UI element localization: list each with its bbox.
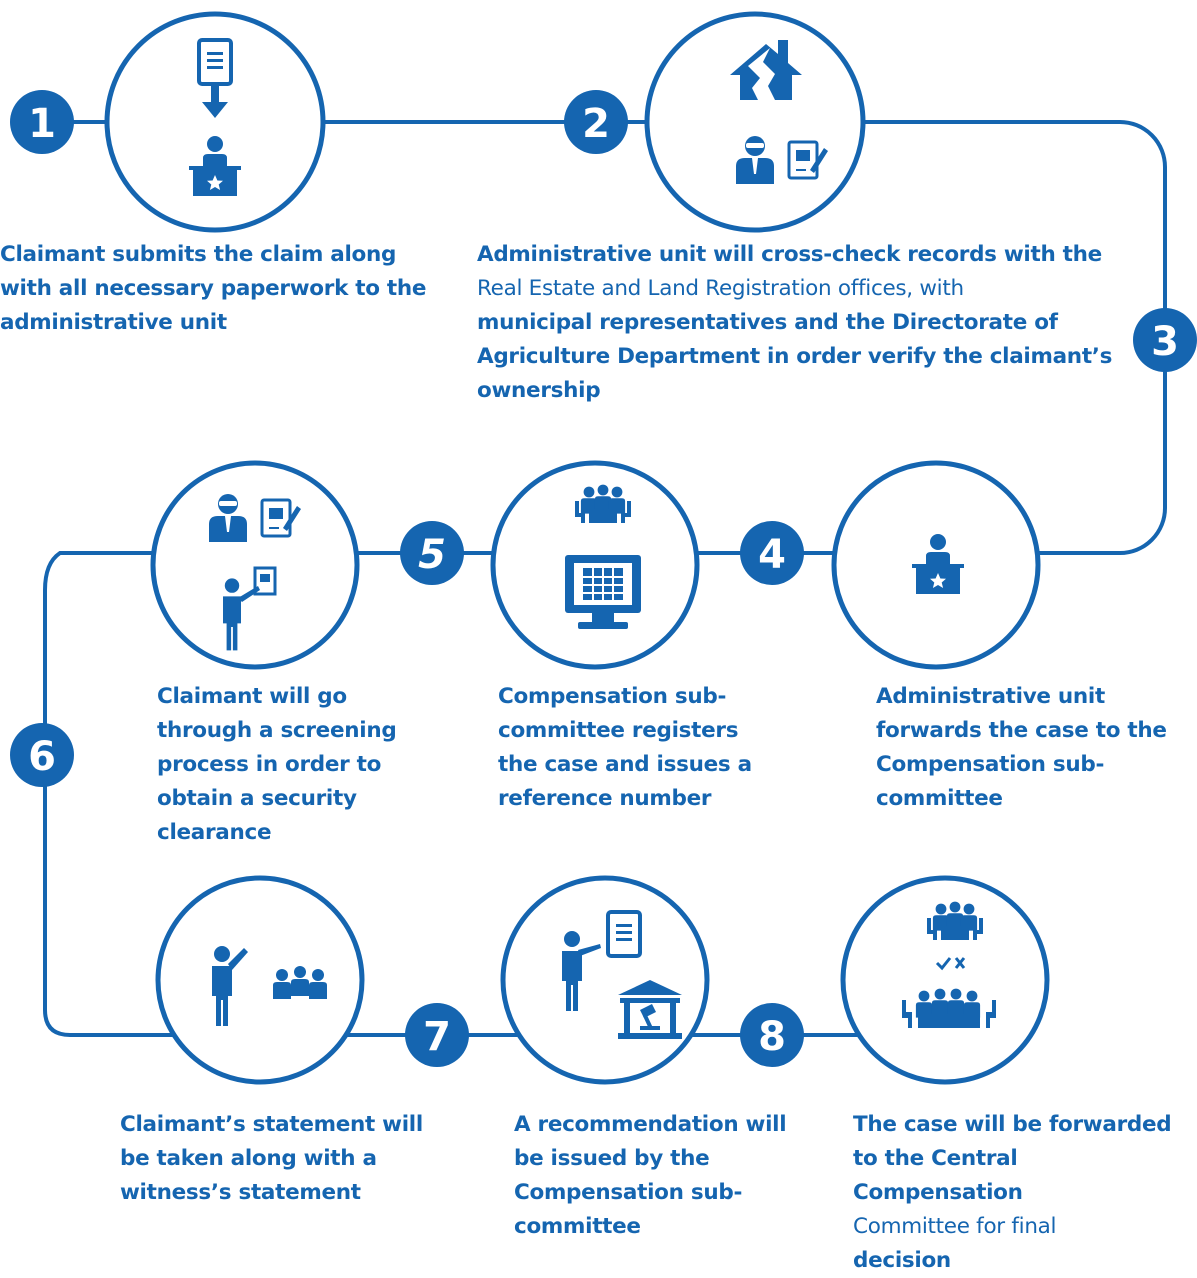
step-circle-1: [104, 11, 326, 233]
step-number-7: 7: [423, 1014, 451, 1060]
step-badge-6: [10, 723, 74, 787]
court-gavel-icon: [618, 980, 682, 1039]
claimant-speaking-icon: [212, 946, 248, 1026]
step-6-icons: [209, 494, 303, 651]
step-badge-4: [740, 521, 804, 585]
step-number-2: 2: [582, 101, 610, 147]
step-number-1: 1: [28, 101, 56, 147]
step-circle-2: [644, 11, 866, 233]
final-step-icons: [902, 902, 996, 1028]
step-2-icons: [730, 40, 830, 184]
step-2-description: Administrative unit will cross-check rec…: [477, 238, 1137, 408]
step-7-icons: [212, 946, 327, 1026]
step-2-text-bold-1: Administrative unit will cross-check rec…: [477, 242, 1102, 267]
step-badge-8: [740, 1003, 804, 1067]
step-badge-5: [400, 521, 464, 585]
step-7-description: Claimant’s statement will be taken along…: [120, 1108, 450, 1210]
step-8-icons: [562, 910, 682, 1039]
step-4-text: Administrative unit forwards the case to…: [876, 684, 1167, 811]
step-circle-6: [150, 460, 360, 670]
step-1-text: Claimant submits the claim along with al…: [0, 242, 427, 335]
step-5-text: Compensation sub-committee registers the…: [498, 684, 752, 811]
step-circle-8: [500, 875, 710, 1085]
final-step-text-bold-1: The case will be forwarded to the Centra…: [853, 1112, 1172, 1205]
claimant-presenting-document-icon: [223, 566, 277, 651]
step-1-description: Claimant submits the claim along with al…: [0, 238, 450, 340]
final-step-description: The case will be forwarded to the Centra…: [853, 1108, 1188, 1278]
step-number-4: 4: [758, 532, 786, 578]
step-number-3: 3: [1151, 319, 1179, 365]
step-number-5: 5: [418, 532, 446, 578]
witnesses-group-icon: [273, 966, 327, 999]
presenter-icon: [562, 931, 601, 1011]
step-badge-1: [10, 90, 74, 154]
computer-table-icon: [565, 555, 641, 629]
step-circle-final: [840, 875, 1050, 1085]
damaged-house-icon: [730, 40, 802, 100]
step-6-text: Claimant will go through a screening pro…: [157, 684, 397, 845]
step-5-icons: [565, 485, 641, 629]
step-6-description: Claimant will go through a screening pro…: [157, 680, 419, 850]
check-cross-icon: [935, 957, 966, 971]
step-2-text-bold-2: municipal representatives and the Direct…: [477, 310, 1113, 403]
step-badge-7: [405, 1003, 469, 1067]
step-5-description: Compensation sub-committee registers the…: [498, 680, 783, 816]
step-number-6: 6: [28, 734, 56, 780]
step-circle-7: [155, 875, 365, 1085]
step-8-text: A recommendation will be issued by the C…: [514, 1112, 787, 1239]
step-badge-3: [1133, 308, 1197, 372]
arrow-down-icon: [202, 86, 228, 118]
final-step-text-normal: Committee for final: [853, 1214, 1057, 1239]
step-number-8: 8: [758, 1014, 786, 1060]
final-step-text-bold-2: decision: [853, 1248, 951, 1273]
step-badge-2: [564, 90, 628, 154]
step-4-description: Administrative unit forwards the case to…: [876, 680, 1188, 816]
connector-line: [40, 120, 1167, 1037]
step-8-description: A recommendation will be issued by the C…: [514, 1108, 814, 1244]
step-1-icons: [189, 38, 241, 196]
step-7-text: Claimant’s statement will be taken along…: [120, 1112, 423, 1205]
large-committee-icon: [902, 988, 996, 1028]
step-2-text-normal: Real Estate and Land Registration office…: [477, 276, 964, 301]
